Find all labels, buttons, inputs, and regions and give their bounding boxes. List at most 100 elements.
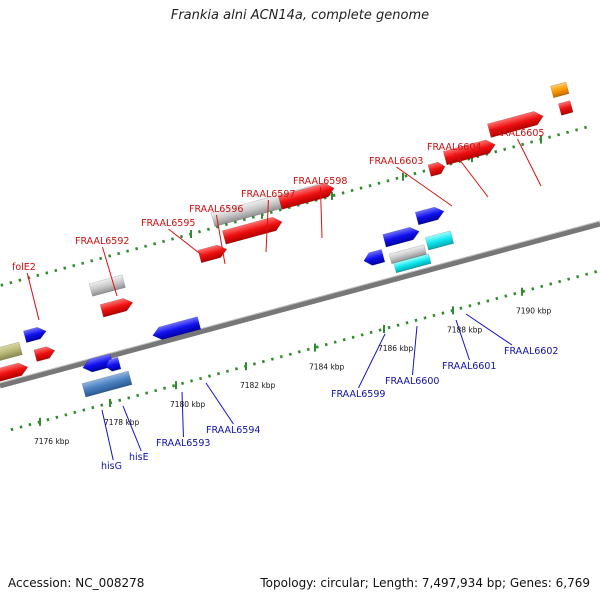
scale-dot (432, 313, 436, 318)
gene-label: hisG (101, 461, 122, 472)
gene-red (0, 362, 29, 383)
scale-dot (179, 234, 184, 239)
leader-line (122, 405, 142, 452)
scale-dot (197, 230, 201, 234)
scale-dot (63, 266, 67, 270)
gene-orange (550, 81, 570, 99)
scale-dot (127, 396, 131, 400)
scale-dot (216, 371, 221, 376)
leader-line (517, 138, 542, 187)
scale-dot (136, 393, 140, 398)
gene-label: FRAAL6595 (141, 218, 195, 229)
gene-blue-FRAAL6599 (363, 249, 386, 266)
scale-dot (494, 150, 498, 154)
gene-label: FRAAL6601 (442, 361, 496, 372)
tick-label: 7186 kbp (378, 344, 414, 353)
tick-label: 7190 kbp (516, 307, 552, 316)
scale-dot (297, 350, 301, 354)
scale-dot (82, 408, 86, 412)
scale-dot (477, 301, 481, 306)
scale-dot (100, 403, 104, 407)
gene-label: FRAAL6602 (504, 346, 558, 357)
scale-dot (207, 374, 212, 378)
scale-dot (404, 174, 408, 178)
gene-label: FRAAL6604 (427, 142, 481, 153)
gene-red-FRAAL6605 (487, 111, 544, 138)
scale-dot (28, 422, 32, 427)
leader-line (168, 228, 204, 257)
scale-dot (36, 273, 40, 278)
gene-label: FRAAL6599 (331, 389, 385, 400)
scale-dot (154, 388, 158, 393)
scale-dot (377, 181, 381, 185)
scale-dot (145, 391, 149, 395)
tick-label: 7188 kbp (447, 325, 483, 334)
scale-dot (486, 299, 490, 303)
scale-dot (135, 247, 139, 251)
scale-dot (333, 340, 337, 344)
scale-dot (594, 270, 598, 274)
leader-line (454, 152, 489, 198)
scale-dot (558, 279, 562, 284)
gene-label: FRAAL6592 (75, 236, 129, 247)
scale-dot (468, 304, 472, 308)
scale-dot (279, 355, 283, 359)
scale-dot (73, 410, 77, 415)
tick-label: 7176 kbp (34, 437, 70, 446)
scale-dot (540, 284, 544, 289)
gene-red-FRAAL6603 (427, 161, 446, 177)
scale-dot (576, 275, 580, 279)
scale-dot (261, 359, 265, 364)
scale-dot (126, 249, 130, 253)
map-title: Frankia alni ACN14a, complete genome (170, 8, 430, 23)
gene-olive (0, 341, 23, 363)
scale-dot (172, 384, 176, 388)
scale-dot (341, 191, 345, 195)
scale-dot (0, 283, 4, 287)
gene-blue-FRAAL6593 (152, 316, 202, 340)
scale-dot (503, 147, 507, 151)
scale-dot (190, 379, 194, 383)
gene-red-FRAAL6595 (197, 244, 228, 264)
scale-dot (583, 125, 588, 130)
scale-dot (9, 280, 13, 285)
scale-dot (153, 242, 157, 246)
scale-dot (413, 171, 417, 176)
scale-dot (386, 179, 390, 183)
leader-line (215, 214, 226, 265)
scale-dot (359, 186, 363, 190)
scale-dot (504, 294, 508, 298)
gene-label: folE2 (12, 262, 36, 273)
gene-grey-small (388, 244, 427, 265)
scale-dot (378, 328, 382, 332)
scale-dot (46, 418, 50, 422)
scale-dot (567, 277, 571, 281)
scale-dot (170, 237, 175, 241)
topology-text: Topology: circular; Length: 7,497,934 bp… (260, 576, 590, 590)
scale-dot (522, 289, 526, 293)
leader-line (319, 186, 323, 239)
leader-line (358, 333, 386, 389)
scale-dot (90, 259, 94, 263)
gene-label: FRAAL6598 (293, 176, 347, 187)
leader-line (101, 246, 118, 297)
scale-dot (45, 271, 49, 275)
gene-steel (81, 370, 133, 398)
scale-dot (81, 261, 85, 265)
scale-dot (585, 272, 589, 276)
scale-dot (414, 318, 418, 322)
scale-dot (306, 347, 310, 352)
gene-cyan-2 (424, 230, 455, 251)
scale-dot (225, 369, 229, 373)
gene-blue-FRAAL6600 (382, 226, 420, 248)
scale-dot (72, 263, 76, 268)
tick-label: 7178 kbp (104, 418, 140, 427)
gene-label: FRAAL6594 (206, 425, 260, 436)
scale-dot (512, 145, 516, 149)
scale-dot (495, 296, 499, 301)
scale-dot (530, 140, 534, 144)
gene-label: FRAAL6596 (189, 204, 243, 215)
scale-dot (117, 251, 121, 256)
scale-dot (206, 227, 210, 231)
